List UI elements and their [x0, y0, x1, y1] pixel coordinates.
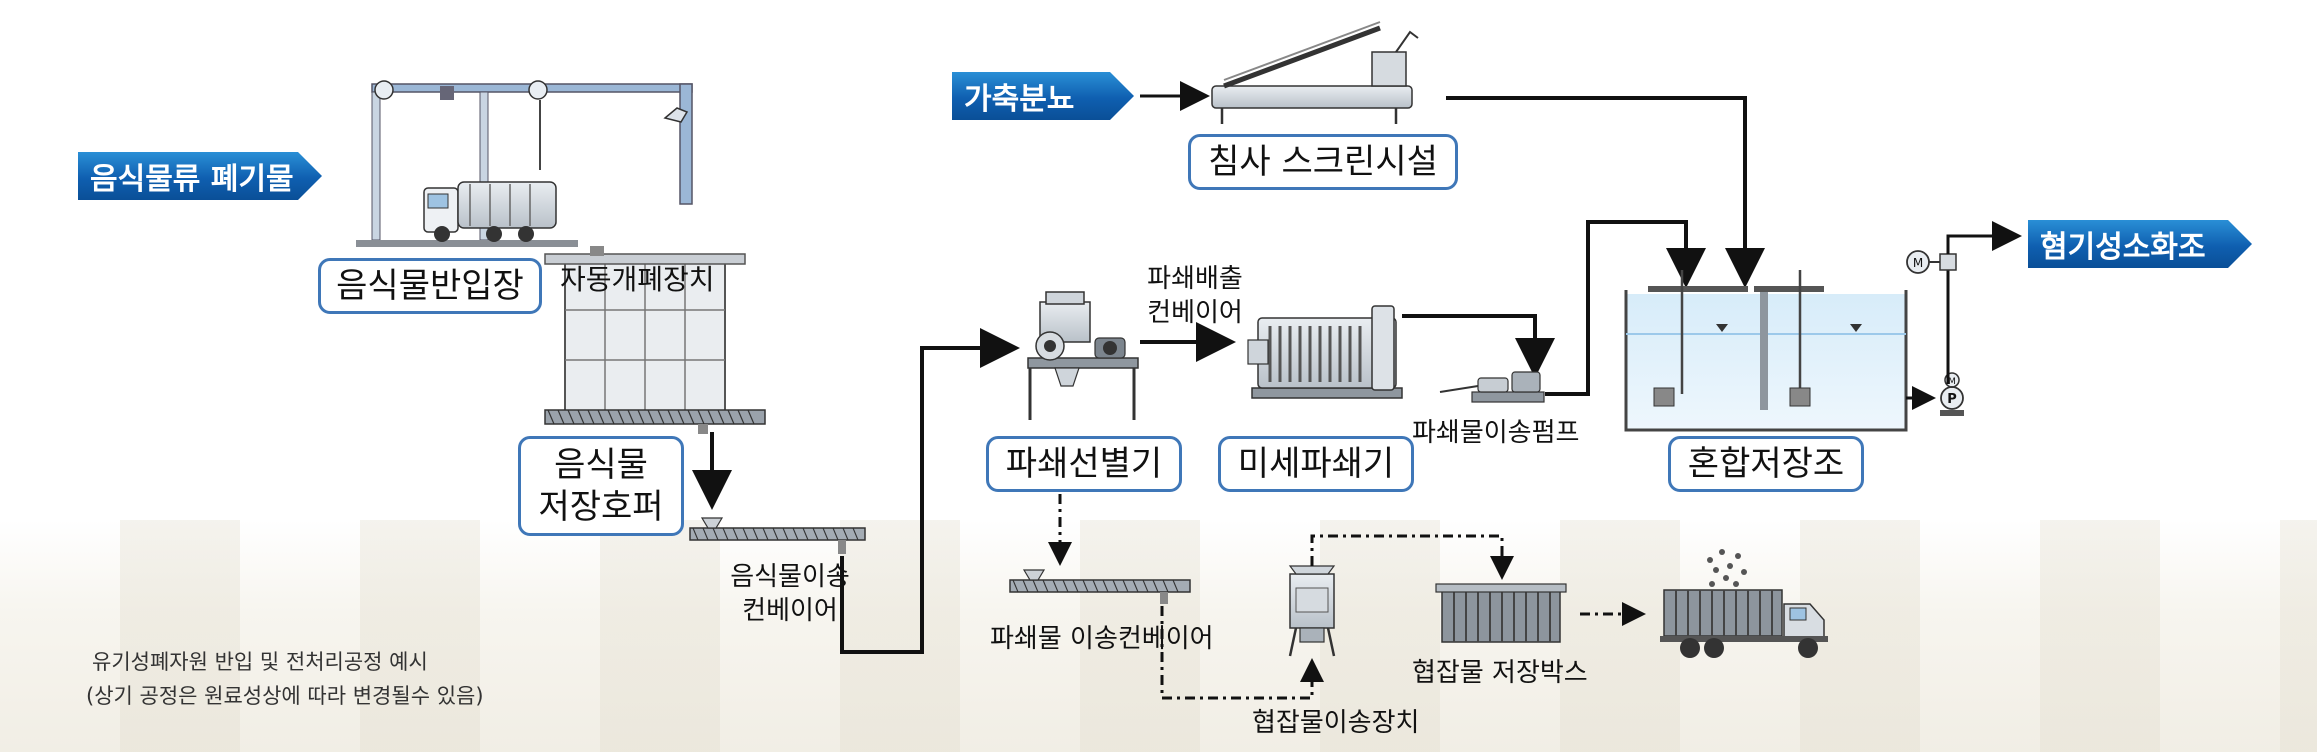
background-floor — [0, 520, 2317, 752]
stage-fine-crusher-label: 미세파쇄기 — [1237, 443, 1395, 484]
storage-hopper-illustration — [544, 246, 766, 434]
tag-livestock-manure: 가축분뇨 — [952, 72, 1134, 120]
impurity-transfer-illustration — [1288, 565, 1336, 657]
note-line2: (상기 공정은 원료성상에 따라 변경될수 있음) — [86, 684, 484, 708]
stage-receiving-hall: 음식물반입장 — [318, 258, 542, 314]
label-crush-discharge-line2: 컨베이어 — [1147, 298, 1243, 328]
label-food-conveyor-line2: 컨베이어 — [742, 596, 838, 626]
pump-m-label: M — [1948, 377, 1956, 387]
valve-illustration — [1906, 250, 1957, 274]
stage-crusher-separator: 파쇄선별기 — [986, 436, 1182, 492]
receiving-hall-illustration — [356, 80, 693, 247]
stage-mixing-tank-label: 혼합저장조 — [1687, 443, 1845, 484]
valve-m-label: M — [1913, 256, 1923, 270]
tag-food-waste: 음식물류 폐기물 — [78, 152, 322, 200]
arrow-to-impurity-box — [1310, 534, 1514, 580]
label-crush-discharge-line1: 파쇄배출 — [1147, 264, 1243, 294]
note-line1: 유기성폐자원 반입 및 전처리공정 예시 — [92, 650, 428, 674]
stage-fine-crusher: 미세파쇄기 — [1218, 436, 1414, 492]
arrow-screen-to-tank — [1446, 96, 1765, 288]
arrow-fine-to-pump — [1402, 314, 1555, 378]
label-food-conveyor-line1: 음식물이송 — [730, 562, 850, 592]
arrow-pump-to-tank — [1545, 220, 1706, 396]
arrow-to-impurity-transfer — [1160, 606, 1324, 700]
label-crushed-pump: 파쇄물이송펌프 — [1412, 418, 1580, 448]
stage-receiving-label: 음식물반입장 — [336, 265, 524, 306]
stage-screen-label: 침사 스크린시설 — [1208, 141, 1438, 182]
stage-hopper-line2: 저장호퍼 — [538, 487, 664, 527]
label-auto-door: 자동개폐장치 — [560, 263, 715, 296]
arrow-conveyor-to-crusher — [840, 328, 1020, 654]
impurity-box-illustration — [1435, 583, 1567, 643]
food-conveyor-illustration — [689, 517, 866, 554]
crushed-conveyor-illustration — [1009, 569, 1191, 604]
stage-screen-facility: 침사 스크린시설 — [1188, 134, 1458, 190]
arrow-to-anaerobic — [1946, 221, 2022, 254]
label-impurity-transfer: 협잡물이송장치 — [1252, 708, 1420, 738]
pump-p-label: P — [1947, 392, 1957, 407]
stage-storage-hopper: 음식물 저장호퍼 — [518, 436, 684, 536]
label-crushed-conveyor: 파쇄물 이송컨베이어 — [990, 624, 1214, 654]
crushed-pump-illustration — [1439, 371, 1545, 403]
stage-mixing-tank: 혼합저장조 — [1668, 436, 1864, 492]
stage-crusher-label: 파쇄선별기 — [1005, 443, 1163, 484]
fine-crusher-illustration — [1247, 305, 1403, 399]
screen-facility-illustration — [1211, 21, 1419, 124]
crusher-separator-illustration — [1027, 291, 1139, 420]
mixing-tank-illustration — [1624, 270, 1908, 432]
label-impurity-box: 협잡물 저장박스 — [1412, 658, 1588, 688]
dump-truck-illustration — [1660, 549, 1828, 658]
tag-anaerobic-digester: 혐기성소화조 — [2028, 220, 2252, 268]
stage-hopper-line1: 음식물 — [554, 444, 648, 485]
